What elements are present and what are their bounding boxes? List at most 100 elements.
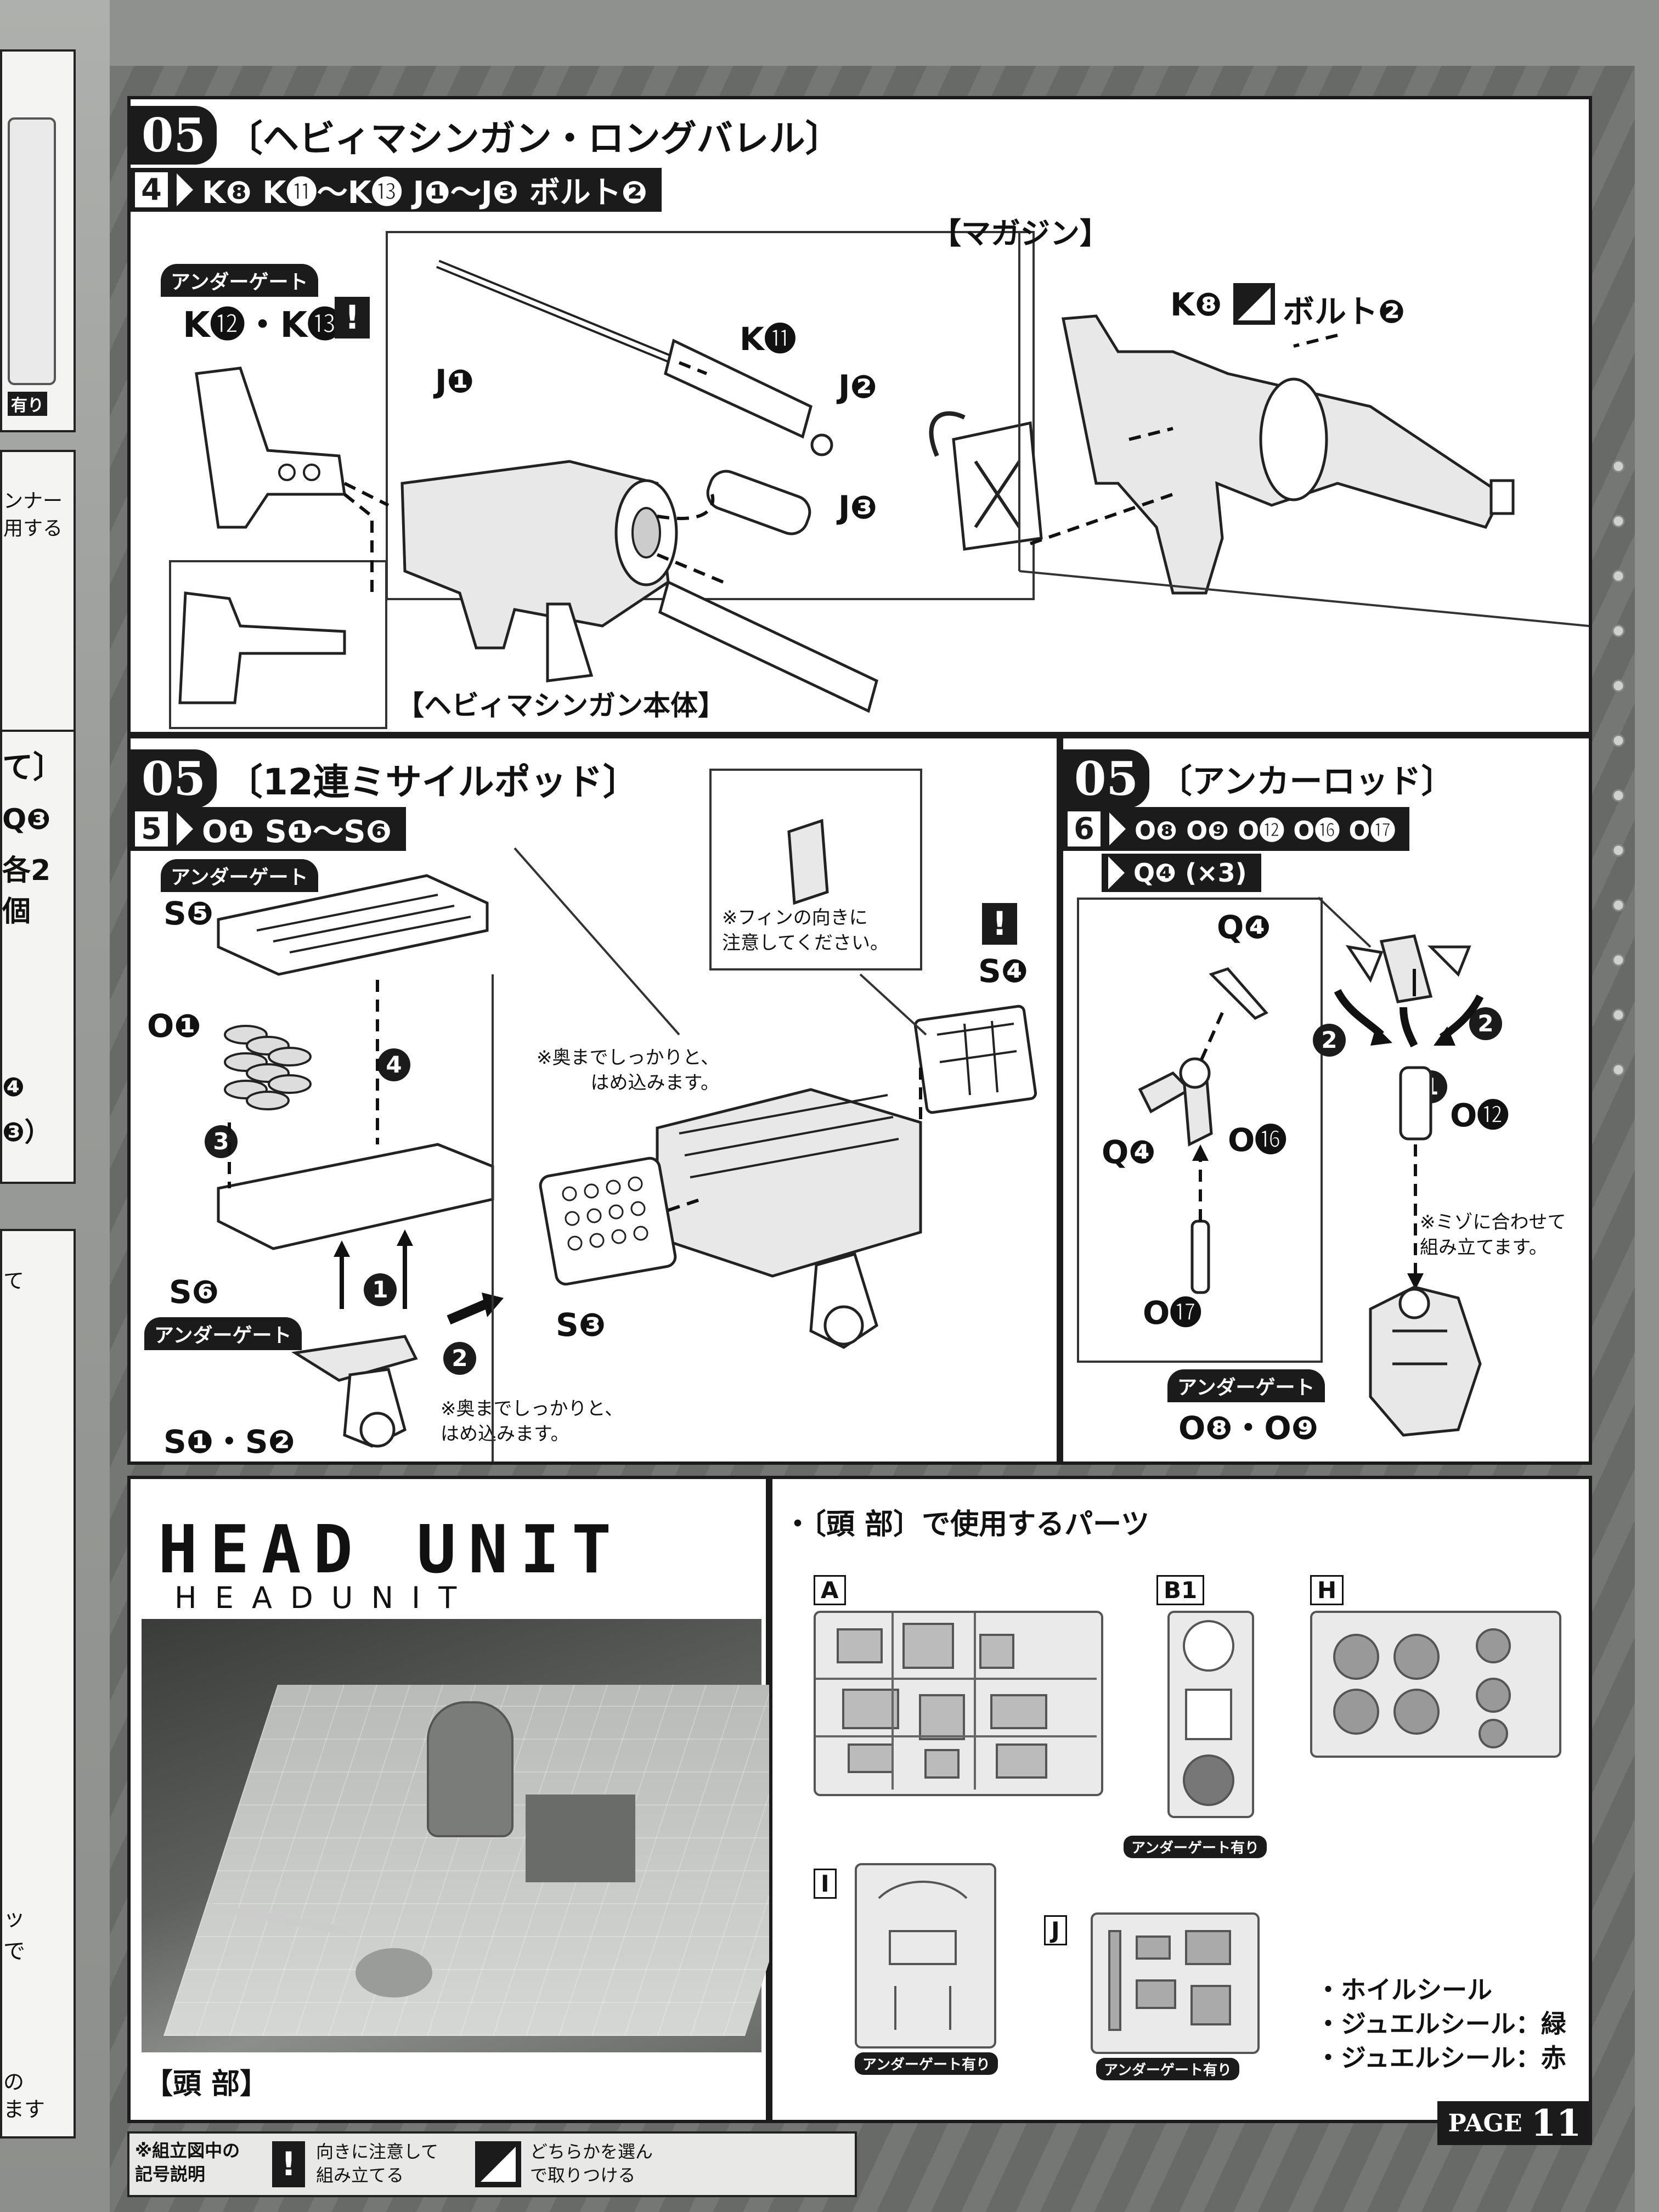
sticker-foil: ・ホイルシール [1316, 1975, 1492, 2005]
head-unit-logo: HEAD UNIT [158, 1512, 624, 1588]
step1-parts-bar: 4 K❽ K⓫～K⓭ J❶～J❸ ボルト❷ [131, 168, 662, 212]
head-photo-caption: 【頭 部】 [144, 2068, 269, 2101]
step3-number: 05 [1063, 749, 1149, 808]
step3-parts-list-1: O❽ O❾ O⓬ O⓰ O⓱ [1135, 816, 1396, 845]
step2-title: 〔12連ミサイルポッド〕 [226, 760, 639, 803]
left-fragment-2: 用する [3, 517, 63, 540]
step-heavy-machine-gun-panel: 05 〔ヘビィマシンガン・ロングバレル〕 4 K❽ K⓫～K⓭ J❶～J❸ ボル… [127, 96, 1592, 735]
warning-icon: ! [982, 903, 1017, 945]
left-page-runner-panel: 有り [0, 49, 76, 432]
label-j1: J❶ [435, 363, 474, 400]
left-fragment-12: ます [3, 2097, 46, 2121]
label-q4-left: Q❹ [1102, 1133, 1156, 1171]
label-o17: O⓱ [1143, 1294, 1202, 1331]
symbol-legend: ※組立図中の 記号説明 ! 向きに注意して 組み立てる どちらかを選ん で取りつ… [127, 2131, 857, 2197]
step2-header: 05 〔12連ミサイルポッド〕 [131, 749, 639, 808]
step1-diagram [178, 231, 1589, 713]
step3-order-2b: 2 [1469, 1007, 1502, 1040]
step2-under-gate-tag-1: アンダーゲート [161, 859, 318, 892]
label-k8: K❽ [1170, 286, 1222, 323]
arrow-right-icon [177, 173, 193, 206]
head-unit-photo [142, 1619, 859, 2052]
left-fragment-7: ❸） [2, 1117, 51, 1148]
label-o16: O⓰ [1228, 1121, 1287, 1159]
left-page-text-panel: ンナー 用する [0, 450, 76, 734]
step1-number: 05 [131, 106, 217, 165]
left-fragment-9: ッ [3, 1906, 25, 1931]
legend-item-choose: どちらかを選ん で取りつける [530, 2141, 653, 2186]
runner-i-label: I [814, 1869, 837, 1899]
step1-header: 05 〔ヘビィマシンガン・ロングバレル〕 [131, 106, 842, 165]
left-fragment-10: で [3, 1939, 25, 1964]
choose-one-icon [1233, 283, 1275, 325]
legend-item-orientation: 向きに注意して 組み立てる [316, 2141, 439, 2186]
step2-order-3: 3 [205, 1125, 238, 1158]
step1-k12-k13-label: K⓬・K⓭ [183, 305, 343, 346]
runner-i [855, 1863, 996, 2049]
step3-sub-number: 6 [1068, 811, 1101, 847]
label-s6: S❻ [169, 1273, 219, 1311]
step2-fin-note: ※フィンの向きに 注意してください。 [722, 907, 889, 954]
step2-press-note-1: ※奥までしっかりと、 はめ込みます。 [537, 1047, 720, 1094]
label-o8-o9: O❽・O❾ [1178, 1409, 1318, 1447]
left-fragment-5: 各2個 [2, 854, 51, 928]
warning-icon: ! [335, 297, 370, 338]
label-j3: J❸ [838, 489, 877, 526]
runner-h-label: H [1310, 1575, 1344, 1605]
runner-a [814, 1611, 1103, 1796]
arrow-right-icon [1109, 812, 1126, 845]
label-s4: S❹ [978, 952, 1028, 990]
step3-order-2a: 2 [1313, 1024, 1346, 1057]
runner-j-label: J [1044, 1915, 1067, 1945]
step-anchor-rod-panel: 05 〔アンカーロッド〕 6 O❽ O❾ O⓬ O⓰ O⓱ Q❹ (×3) Q❹… [1060, 735, 1592, 1465]
step3-under-gate-tag: アンダーゲート [1167, 1369, 1325, 1402]
sticker-jewel-red: ・ジュエルシール：赤 [1316, 2043, 1566, 2073]
page-number: 11 [1531, 2102, 1582, 2145]
step1-title: 〔ヘビィマシンガン・ロングバレル〕 [226, 117, 842, 160]
head-parts-panel: ・〔頭 部〕で使用するパーツ A B1 アンダーゲート有り H I アンダーゲー… [769, 1476, 1592, 2123]
step3-diagram [1138, 896, 1484, 1437]
runner-b1-tag: アンダーゲート有り [1124, 1836, 1267, 1858]
runner-a-label: A [814, 1575, 846, 1605]
label-s3: S❸ [556, 1306, 606, 1344]
step2-diagram [217, 819, 1037, 1462]
step2-order-2: 2 [443, 1342, 476, 1375]
choose-one-icon [475, 2141, 521, 2187]
step2-fin-detail-frame [709, 769, 922, 970]
label-s1-s2: S❶・S❷ [163, 1423, 295, 1460]
page-label: PAGE [1448, 2109, 1522, 2137]
runner-j [1091, 1912, 1260, 2054]
step2-parts-list: O❶ S❶～S❻ [202, 814, 392, 850]
head-unit-logo-sub: H E A D U N I T [174, 1581, 461, 1615]
step1-parts-list: K❽ K⓫～K⓭ J❶～J❸ ボルト❷ [202, 174, 647, 211]
step2-press-note-2: ※奥までしっかりと、 はめ込みます。 [441, 1398, 624, 1445]
legend-title: ※組立図中の 記号説明 [135, 2140, 240, 2185]
label-j2: J❷ [838, 368, 877, 405]
warning-icon: ! [272, 2141, 305, 2187]
page-number-badge: PAGE 11 [1437, 2101, 1592, 2145]
runner-h [1310, 1611, 1561, 1758]
left-fragment-6: ❹ [2, 1072, 25, 1103]
label-o12: O⓬ [1450, 1097, 1509, 1134]
step3-parts-bar-1: 6 O❽ O❾ O⓬ O⓰ O⓱ [1063, 807, 1410, 851]
label-o1: O❶ [147, 1007, 201, 1045]
label-k11: K⓫ [740, 320, 796, 358]
label-s5: S❺ [163, 895, 213, 932]
runner-i-tag: アンダーゲート有り [855, 2052, 998, 2075]
step3-parts-list-2: Q❹ (×3) [1133, 858, 1247, 888]
step-missile-pod-panel: 05 〔12連ミサイルポッド〕 5 O❶ S❶～S❻ アンダーゲート S❺ O❶… [127, 735, 1060, 1465]
sticker-jewel-green: ・ジュエルシール：緑 [1316, 2009, 1566, 2039]
left-runner-illustration [8, 117, 56, 385]
step3-title: 〔アンカーロッド〕 [1159, 763, 1454, 801]
label-q4-top: Q❹ [1217, 909, 1271, 946]
kit-parts-cluster [526, 1795, 635, 1882]
step3-groove-note: ※ミゾに合わせて 組み立てます。 [1420, 1211, 1566, 1259]
sticker-list: ・ホイルシール ・ジュエルシール：緑 ・ジュエルシール：赤 [1316, 1973, 1566, 2075]
left-page-step-panel: て〕 Q❸ 各2個 ❹ ❸） [0, 730, 76, 1184]
runner-b1-label: B1 [1156, 1575, 1205, 1605]
step3-claw-detail-frame [1077, 898, 1323, 1363]
arrow-right-icon [1108, 856, 1125, 889]
binder-margin [1602, 82, 1635, 2112]
left-page-lower-panel: て ッ で の ます [0, 1229, 76, 2138]
step1-body-caption: 【ヘビィマシンガン本体】 [397, 690, 725, 721]
